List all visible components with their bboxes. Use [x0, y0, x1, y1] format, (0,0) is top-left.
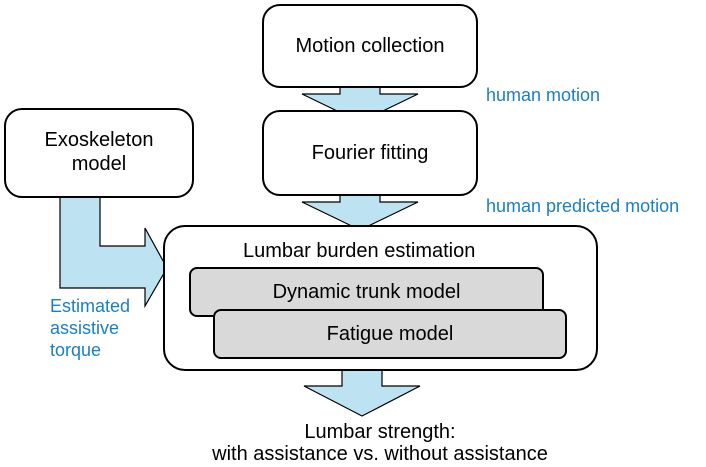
- human-predicted-motion-label: human predicted motion: [486, 196, 680, 216]
- lumbar-burden-label: Lumbar burden estimation: [243, 240, 476, 262]
- fatigue-model-label: Fatigue model: [326, 322, 454, 345]
- motion-collection-label: Motion collection: [295, 34, 445, 57]
- output-label: Lumbar strength: with assistance vs. wit…: [212, 421, 548, 466]
- arrow-exoskeleton-to-lumbar: [59, 196, 168, 309]
- fourier-fitting-node: Fourier fitting: [262, 110, 478, 196]
- dynamic-trunk-model-label: Dynamic trunk model: [272, 280, 461, 303]
- human-motion-label: human motion: [486, 85, 601, 105]
- estimated-torque-label: Estimated assistive torque: [50, 296, 131, 360]
- arrow-lumbar-to-output: [303, 368, 421, 417]
- exoskeleton-model-label: Exoskeleton model: [44, 129, 154, 175]
- motion-collection-node: Motion collection: [262, 4, 478, 88]
- exoskeleton-model-node: Exoskeleton model: [4, 108, 194, 198]
- fourier-fitting-label: Fourier fitting: [311, 141, 429, 164]
- dynamic-trunk-model-node: Dynamic trunk model: [189, 267, 544, 317]
- fatigue-model-node: Fatigue model: [213, 309, 567, 359]
